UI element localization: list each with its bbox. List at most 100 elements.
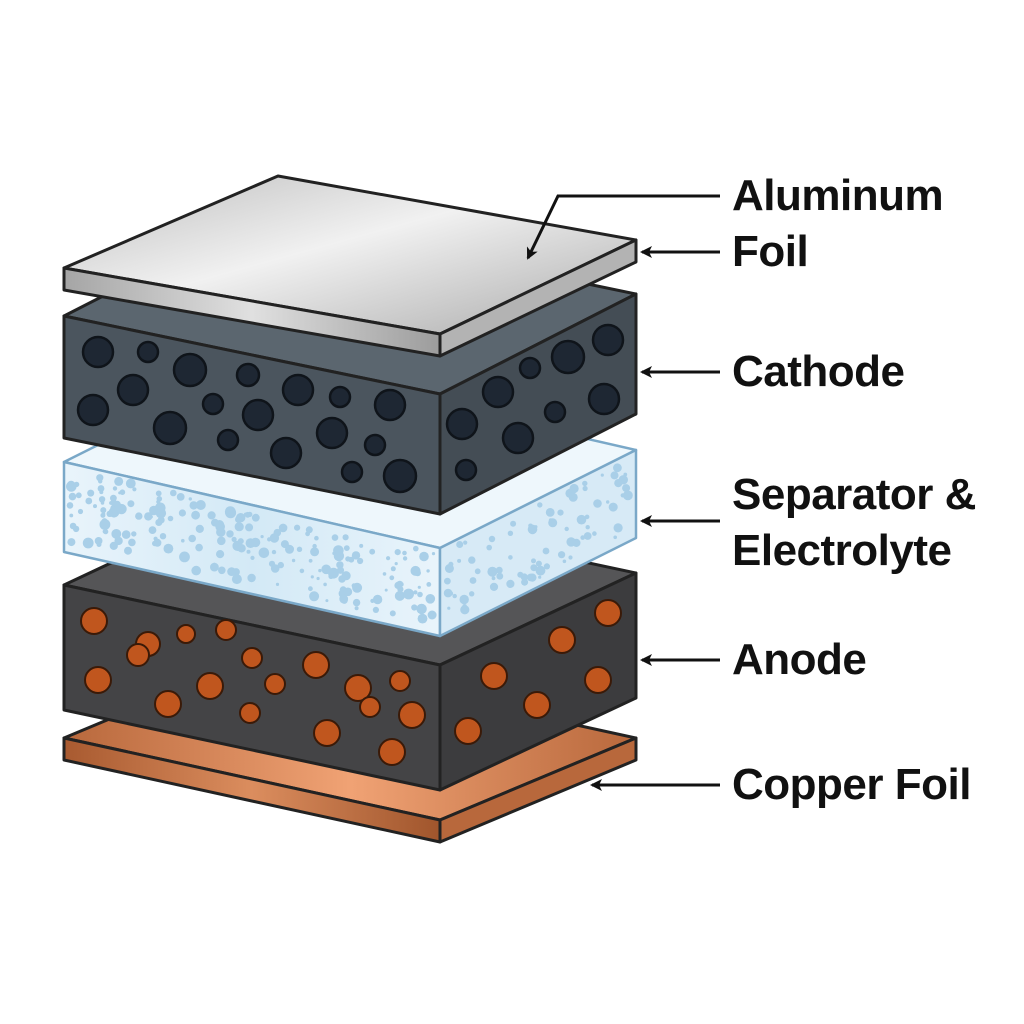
anode-particle (398, 701, 426, 729)
separator-pore (132, 487, 137, 492)
separator-pore (97, 485, 105, 492)
anode-side (438, 571, 638, 792)
separator-pore (102, 512, 106, 516)
separator-pore (131, 531, 137, 537)
anode-particle (594, 599, 622, 627)
separator-pore (468, 556, 476, 564)
separator-pore (384, 588, 388, 592)
separator-label-line-2: Electrolyte (732, 526, 952, 575)
separator-pore (394, 562, 398, 566)
separator-pore (99, 519, 111, 530)
separator-pore (96, 474, 104, 482)
separator-pore (592, 531, 597, 536)
separator-pore (316, 576, 320, 581)
separator-pore (189, 501, 198, 510)
cathode-particle (281, 373, 315, 407)
cathode-particle (481, 375, 515, 409)
separator-pore (69, 513, 74, 518)
separator-pore (342, 534, 349, 541)
separator-pore (535, 565, 546, 576)
separator-pore (389, 575, 395, 581)
separator-pore (564, 526, 569, 532)
separator-pore (323, 582, 327, 587)
separator-pore (537, 502, 543, 508)
separator-pore (420, 613, 425, 619)
aluminum-foil-layer (62, 174, 638, 358)
separator-pore (124, 546, 132, 555)
separator-pore (106, 510, 113, 517)
separator-pore (530, 564, 538, 572)
separator-pore (231, 574, 242, 585)
separator-pore (150, 507, 157, 514)
cathode-particle (152, 410, 188, 446)
anode-particle (378, 738, 406, 766)
separator-pore (100, 507, 107, 514)
separator-pore (310, 575, 314, 579)
separator-pore (428, 598, 433, 603)
anode-particle (264, 673, 286, 695)
separator-pore (411, 604, 418, 611)
separator-pore (250, 555, 255, 561)
separator-pore (75, 492, 82, 499)
cathode-particle (269, 436, 303, 470)
separator-pore (622, 484, 631, 493)
separator-pore (250, 537, 261, 548)
separator-label-line-1: Separator & (732, 470, 976, 519)
separator-pore (191, 510, 201, 520)
separator-pore (144, 512, 153, 521)
cathode-particle (172, 352, 208, 388)
separator-pore (510, 520, 517, 527)
separator-pore (216, 527, 226, 537)
separator-pore (156, 499, 161, 504)
separator-pore (195, 500, 206, 510)
separator-pore (77, 508, 84, 515)
separator-pore (243, 512, 248, 517)
separator-pore (585, 525, 590, 530)
separator-pore (489, 582, 499, 592)
separator-pore (103, 529, 109, 535)
separator-pore (417, 585, 421, 589)
cathode-particle (116, 373, 150, 407)
separator-pore (352, 582, 363, 593)
separator-pore (369, 548, 376, 555)
separator-pore (155, 490, 162, 497)
separator-pore (66, 481, 77, 492)
separator-pore (195, 524, 204, 534)
copper-foil-side (438, 736, 638, 844)
separator-pore (82, 537, 94, 549)
separator-pore (110, 499, 117, 506)
separator-pore (460, 605, 470, 615)
separator-pore (613, 523, 623, 533)
separator-pore (312, 543, 317, 549)
separator-pore (426, 569, 430, 573)
separator-pore (207, 511, 216, 520)
separator-pore (128, 538, 136, 547)
cathode-particle (501, 421, 535, 455)
anode-particle (523, 691, 551, 719)
separator-pore (341, 571, 351, 581)
cathode-particle (235, 362, 261, 388)
separator-pore (456, 541, 464, 548)
separator-pore (447, 606, 451, 610)
separator-pore (389, 610, 396, 617)
separator-pore (606, 500, 610, 504)
separator-pore (535, 560, 542, 567)
separator-pore (582, 480, 588, 487)
separator-pore (521, 578, 529, 586)
separator-pore (402, 550, 407, 556)
separator-pore (413, 545, 419, 552)
separator-pore (224, 506, 236, 517)
separator-pore (444, 564, 454, 573)
separator-pore (210, 562, 219, 572)
separator-pore (372, 594, 383, 605)
separator-pore (543, 563, 551, 570)
separator-pore (308, 586, 313, 592)
separator-pore (99, 490, 104, 495)
cathode-particle (454, 458, 478, 482)
separator-pore (613, 463, 622, 473)
separator-pore (258, 547, 270, 559)
anode-particle (241, 647, 263, 669)
separator-pore (157, 516, 165, 524)
separator-pore (68, 492, 77, 501)
separator-pore (426, 582, 432, 587)
